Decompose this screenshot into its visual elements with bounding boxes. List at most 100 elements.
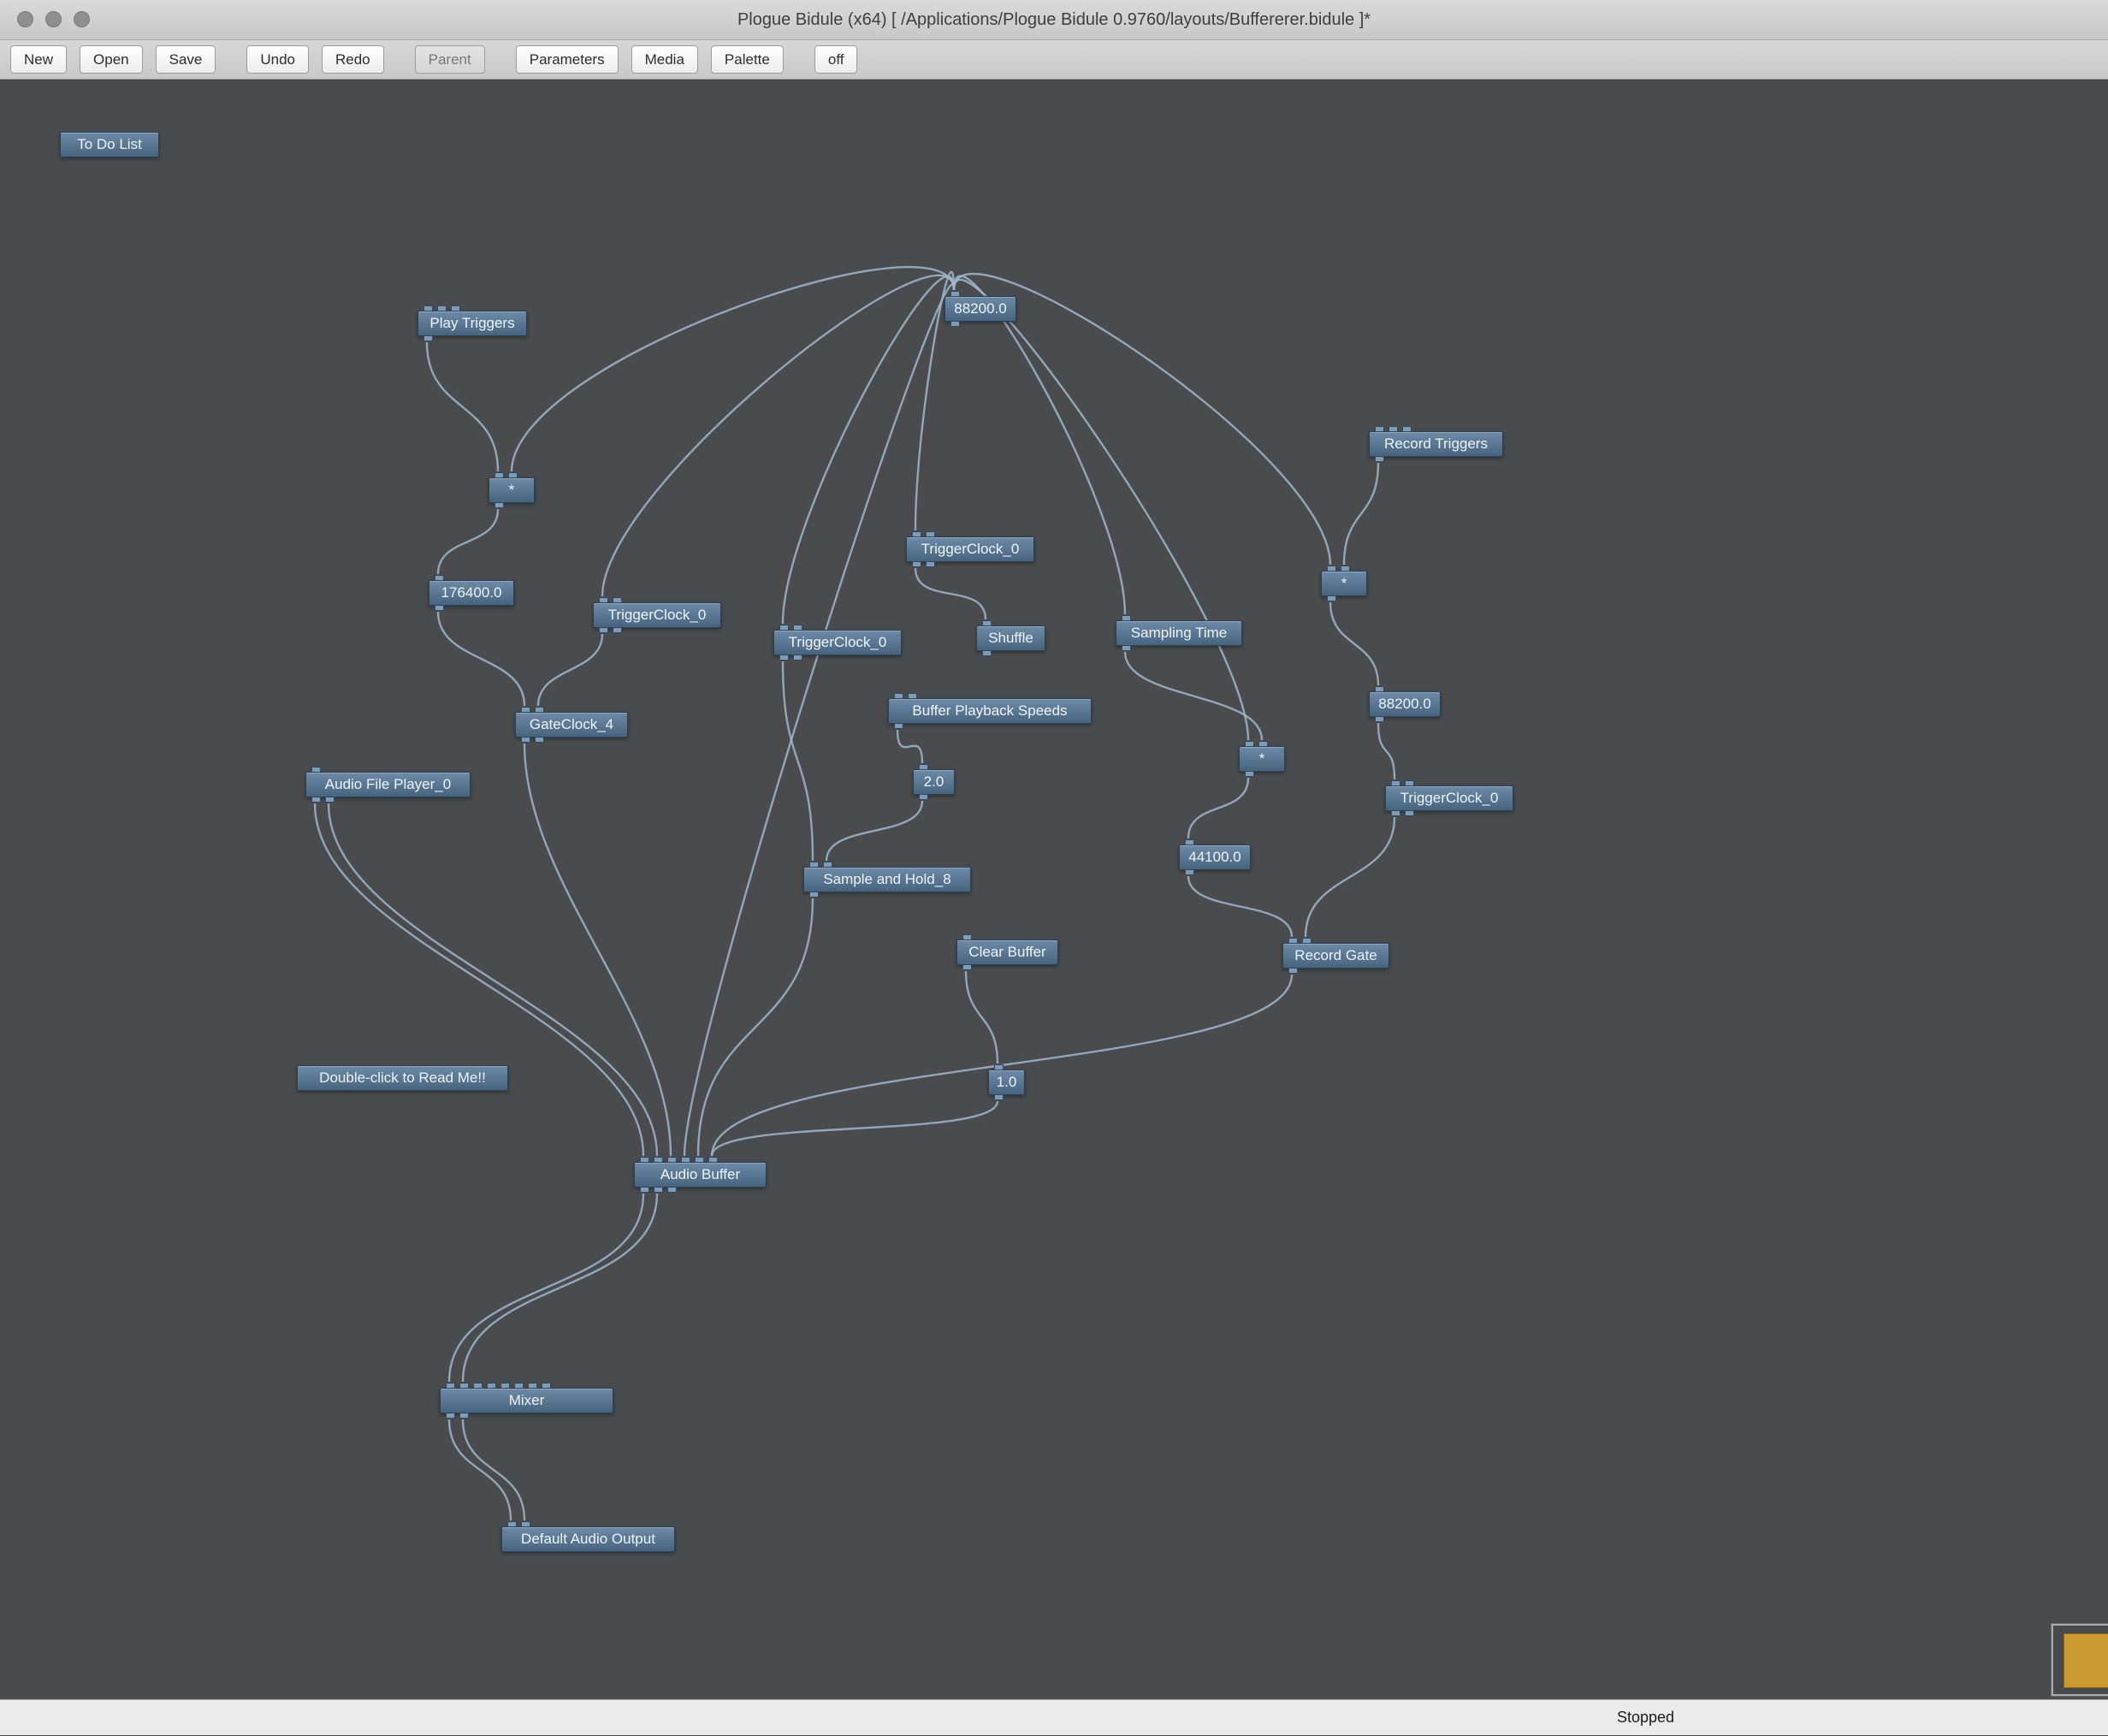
input-port[interactable] [793,625,802,631]
input-port[interactable] [912,531,921,537]
toolbar-button-open[interactable]: Open [80,45,143,74]
output-port[interactable] [962,964,972,970]
output-port[interactable] [1327,595,1336,601]
input-port[interactable] [1402,426,1412,432]
input-port[interactable] [508,472,518,478]
input-port[interactable] [1302,938,1312,944]
input-port[interactable] [1375,426,1384,432]
node-tc_left[interactable]: TriggerClock_0 [593,597,721,633]
node-mult_mid[interactable]: * [1239,741,1285,777]
node-tc_mid[interactable]: TriggerClock_0 [906,531,1034,567]
output-port[interactable] [982,650,992,656]
node-c176400[interactable]: 176400.0 [429,575,514,611]
input-port[interactable] [809,862,819,868]
output-port[interactable] [779,655,789,661]
toolbar-button-redo[interactable]: Redo [322,45,384,74]
input-port[interactable] [521,707,530,713]
node-mult_left[interactable]: * [489,472,535,508]
input-port[interactable] [542,1383,551,1389]
input-port[interactable] [613,597,622,603]
input-port[interactable] [451,305,460,311]
node-c1[interactable]: 1.0 [988,1064,1025,1100]
input-port[interactable] [982,620,992,626]
output-port[interactable] [1122,645,1131,651]
toolbar-button-new[interactable]: New [10,45,68,74]
input-port[interactable] [1185,839,1194,845]
input-port[interactable] [1122,615,1131,621]
minimize-button[interactable] [45,11,62,27]
node-tc_right[interactable]: TriggerClock_0 [1385,780,1513,816]
output-port[interactable] [640,1187,649,1193]
input-port[interactable] [494,472,504,478]
output-port[interactable] [459,1413,469,1419]
toolbar-button-save[interactable]: Save [155,45,216,74]
input-port[interactable] [779,625,789,631]
toolbar-button-media[interactable]: Media [631,45,698,74]
input-port[interactable] [437,305,447,311]
input-port[interactable] [535,707,544,713]
input-port[interactable] [654,1157,663,1163]
input-port[interactable] [500,1383,510,1389]
node-c2[interactable]: 2.0 [913,764,955,800]
input-port[interactable] [1391,780,1400,786]
input-port[interactable] [435,575,444,581]
output-port[interactable] [613,627,622,633]
node-audio_buffer[interactable]: Audio Buffer [634,1157,767,1193]
input-port[interactable] [1288,938,1298,944]
node-snh[interactable]: Sample and Hold_8 [803,862,971,898]
output-port[interactable] [423,335,433,341]
input-port[interactable] [1258,741,1268,747]
output-port[interactable] [793,655,802,661]
output-port[interactable] [521,737,530,743]
node-c88200[interactable]: 88200.0 [944,291,1016,327]
toolbar-button-parameters[interactable]: Parameters [515,45,619,74]
output-port[interactable] [926,561,935,567]
node-tc_center[interactable]: TriggerClock_0 [773,625,902,661]
output-port[interactable] [446,1413,455,1419]
input-port[interactable] [528,1383,537,1389]
output-port[interactable] [667,1187,677,1193]
output-port[interactable] [654,1187,663,1193]
input-port[interactable] [994,1064,1004,1070]
input-port[interactable] [894,693,903,699]
input-port[interactable] [1341,566,1350,572]
output-port[interactable] [1375,716,1384,722]
output-port[interactable] [912,561,921,567]
toolbar-button-undo[interactable]: Undo [246,45,309,74]
output-port[interactable] [809,892,819,898]
input-port[interactable] [681,1157,690,1163]
input-port[interactable] [708,1157,718,1163]
close-button[interactable] [17,11,33,27]
output-port[interactable] [1405,810,1414,816]
input-port[interactable] [521,1521,530,1527]
input-port[interactable] [1405,780,1414,786]
output-port[interactable] [1288,968,1298,974]
node-sampling_time[interactable]: Sampling Time [1116,615,1242,651]
input-port[interactable] [473,1383,483,1389]
input-port[interactable] [1389,426,1398,432]
node-record_gate[interactable]: Record Gate [1282,938,1389,974]
node-readme[interactable]: Double-click to Read Me!! [297,1065,508,1091]
output-port[interactable] [894,723,903,729]
input-port[interactable] [446,1383,455,1389]
output-port[interactable] [599,627,608,633]
input-port[interactable] [311,767,321,773]
node-shuffle[interactable]: Shuffle [976,620,1045,656]
input-port[interactable] [919,764,928,770]
node-todo[interactable]: To Do List [60,132,159,157]
node-c88200_right[interactable]: 88200.0 [1369,686,1441,722]
node-gateclock[interactable]: GateClock_4 [515,707,628,743]
input-port[interactable] [487,1383,496,1389]
node-playback_speeds[interactable]: Buffer Playback Speeds [888,693,1092,729]
output-port[interactable] [950,321,960,327]
input-port[interactable] [823,862,832,868]
output-port[interactable] [311,797,321,803]
output-port[interactable] [1375,456,1384,462]
input-port[interactable] [667,1157,677,1163]
output-port[interactable] [435,605,444,611]
input-port[interactable] [599,597,608,603]
output-port[interactable] [1185,869,1194,875]
output-port[interactable] [535,737,544,743]
input-port[interactable] [1327,566,1336,572]
